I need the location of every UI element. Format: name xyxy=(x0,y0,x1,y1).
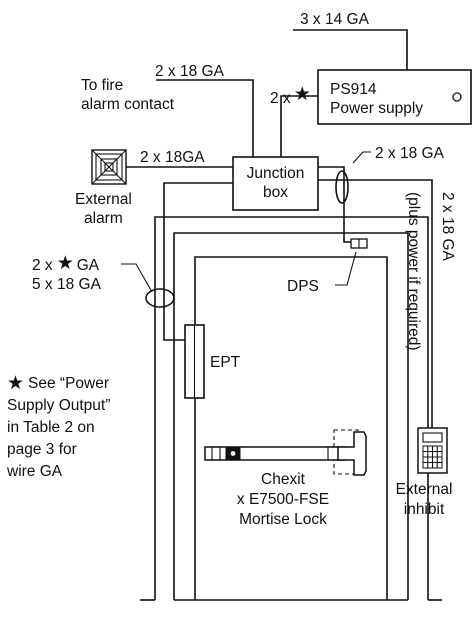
junction-box-label-line1: Junction xyxy=(247,165,305,182)
external-alarm-label-line2: alarm xyxy=(84,210,123,227)
ps-wire-label: 2 x★ xyxy=(270,84,311,107)
footnote-line1-text: See “Power xyxy=(28,375,109,392)
fire-wire-label: 2 x 18 GA xyxy=(155,63,225,80)
ept-label: EPT xyxy=(210,354,241,371)
junction-box-label-line2: box xyxy=(263,184,288,201)
exit-device xyxy=(204,429,367,476)
footnote-line3: in Table 2 on xyxy=(7,419,95,436)
fire-label-line2: alarm contact xyxy=(81,96,175,113)
ept-transfer xyxy=(184,324,205,399)
door-frame xyxy=(140,216,442,601)
footnote-line5: wire GA xyxy=(6,463,63,480)
lock-label-line3: Mortise Lock xyxy=(239,511,327,528)
lock-label-line1: Chexit xyxy=(261,471,306,488)
ept-wire-prefix: 2 x xyxy=(32,257,53,274)
indicator-light-icon xyxy=(452,92,462,102)
fire-label-line1: To fire xyxy=(81,77,123,94)
wires xyxy=(125,29,433,428)
footnote-line2: Supply Output” xyxy=(7,397,110,414)
dps-switch xyxy=(350,238,368,249)
external-inhibit-label-line2: inhibit xyxy=(404,501,445,518)
ept-wire-suffix: GA xyxy=(77,257,100,274)
ps914-title: PS914 xyxy=(330,81,377,98)
dps-wire-label: 2 x 18 GA xyxy=(375,145,445,162)
star-icon: ★ xyxy=(7,373,24,394)
inhibit-wire-note: (plus power if required) xyxy=(405,192,422,351)
footnote-line1: ★See “Power xyxy=(7,373,109,394)
star-icon: ★ xyxy=(57,253,74,274)
star-icon: ★ xyxy=(294,84,311,105)
inhibit-wire-label: 2 x 18 GA xyxy=(439,192,456,262)
external-inhibit-label-line1: External xyxy=(396,481,453,498)
footnote-line4: page 3 for xyxy=(7,441,77,458)
top-power-wire-label: 3 x 14 GA xyxy=(300,11,370,28)
external-alarm-icon xyxy=(91,149,127,185)
lock-label-line2: x E7500-FSE xyxy=(237,491,329,508)
junction-box: Junction box xyxy=(232,156,319,211)
labels: 3 x 14 GA 2 x 18 GA To fire alarm contac… xyxy=(6,11,456,528)
dps-label: DPS xyxy=(287,278,319,295)
ept-wire-label-line2: 5 x 18 GA xyxy=(32,276,102,293)
external-alarm-label-line1: External xyxy=(75,191,132,208)
ps914-power-supply: PS914 Power supply xyxy=(317,69,472,125)
alarm-wire-label: 2 x 18GA xyxy=(140,149,205,166)
leader-lines xyxy=(121,151,371,293)
ps914-subtitle: Power supply xyxy=(330,100,423,117)
ept-wire-label-line1: 2 x★GA xyxy=(32,253,100,274)
external-inhibit-keypad-icon xyxy=(417,427,448,474)
ps-wire-prefix: 2 x xyxy=(270,90,291,107)
